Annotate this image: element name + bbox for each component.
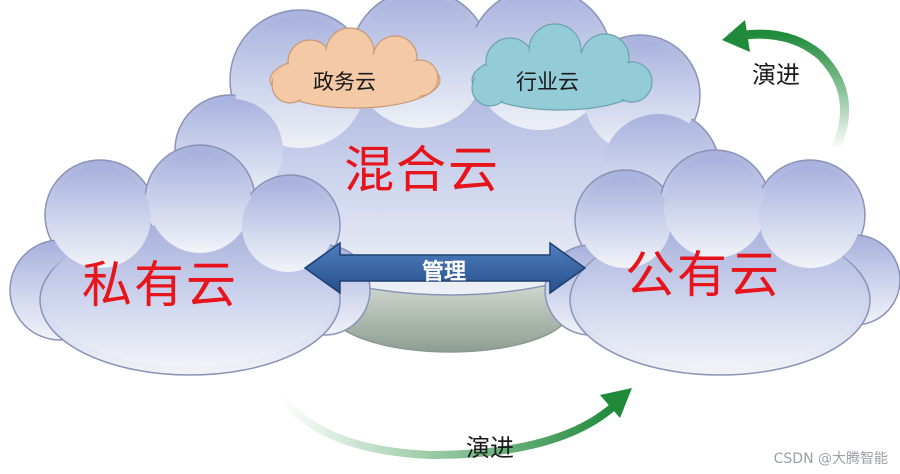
private-cloud-label: 私有云: [82, 256, 238, 314]
gov-cloud-label: 政务云: [313, 70, 376, 94]
evolution-label-bottom: 演进: [466, 434, 514, 462]
industry-cloud-label: 行业云: [516, 70, 579, 94]
gov-cloud-body: [273, 30, 437, 106]
evolution-arrow-bottom: [276, 388, 632, 460]
public-cloud-body: [574, 156, 866, 368]
management-label: 管理: [422, 260, 467, 285]
hybrid-cloud-label: 混合云: [344, 141, 500, 199]
public-cloud-label: 公有云: [625, 246, 781, 304]
evolution-label-top: 演进: [752, 61, 800, 89]
industry-cloud-body: [475, 26, 645, 108]
watermark: CSDN @大腾智能: [773, 451, 888, 467]
evolution-arrow-top: [722, 20, 850, 155]
private-cloud-body: [44, 151, 336, 367]
management-double-arrow: [303, 241, 587, 295]
